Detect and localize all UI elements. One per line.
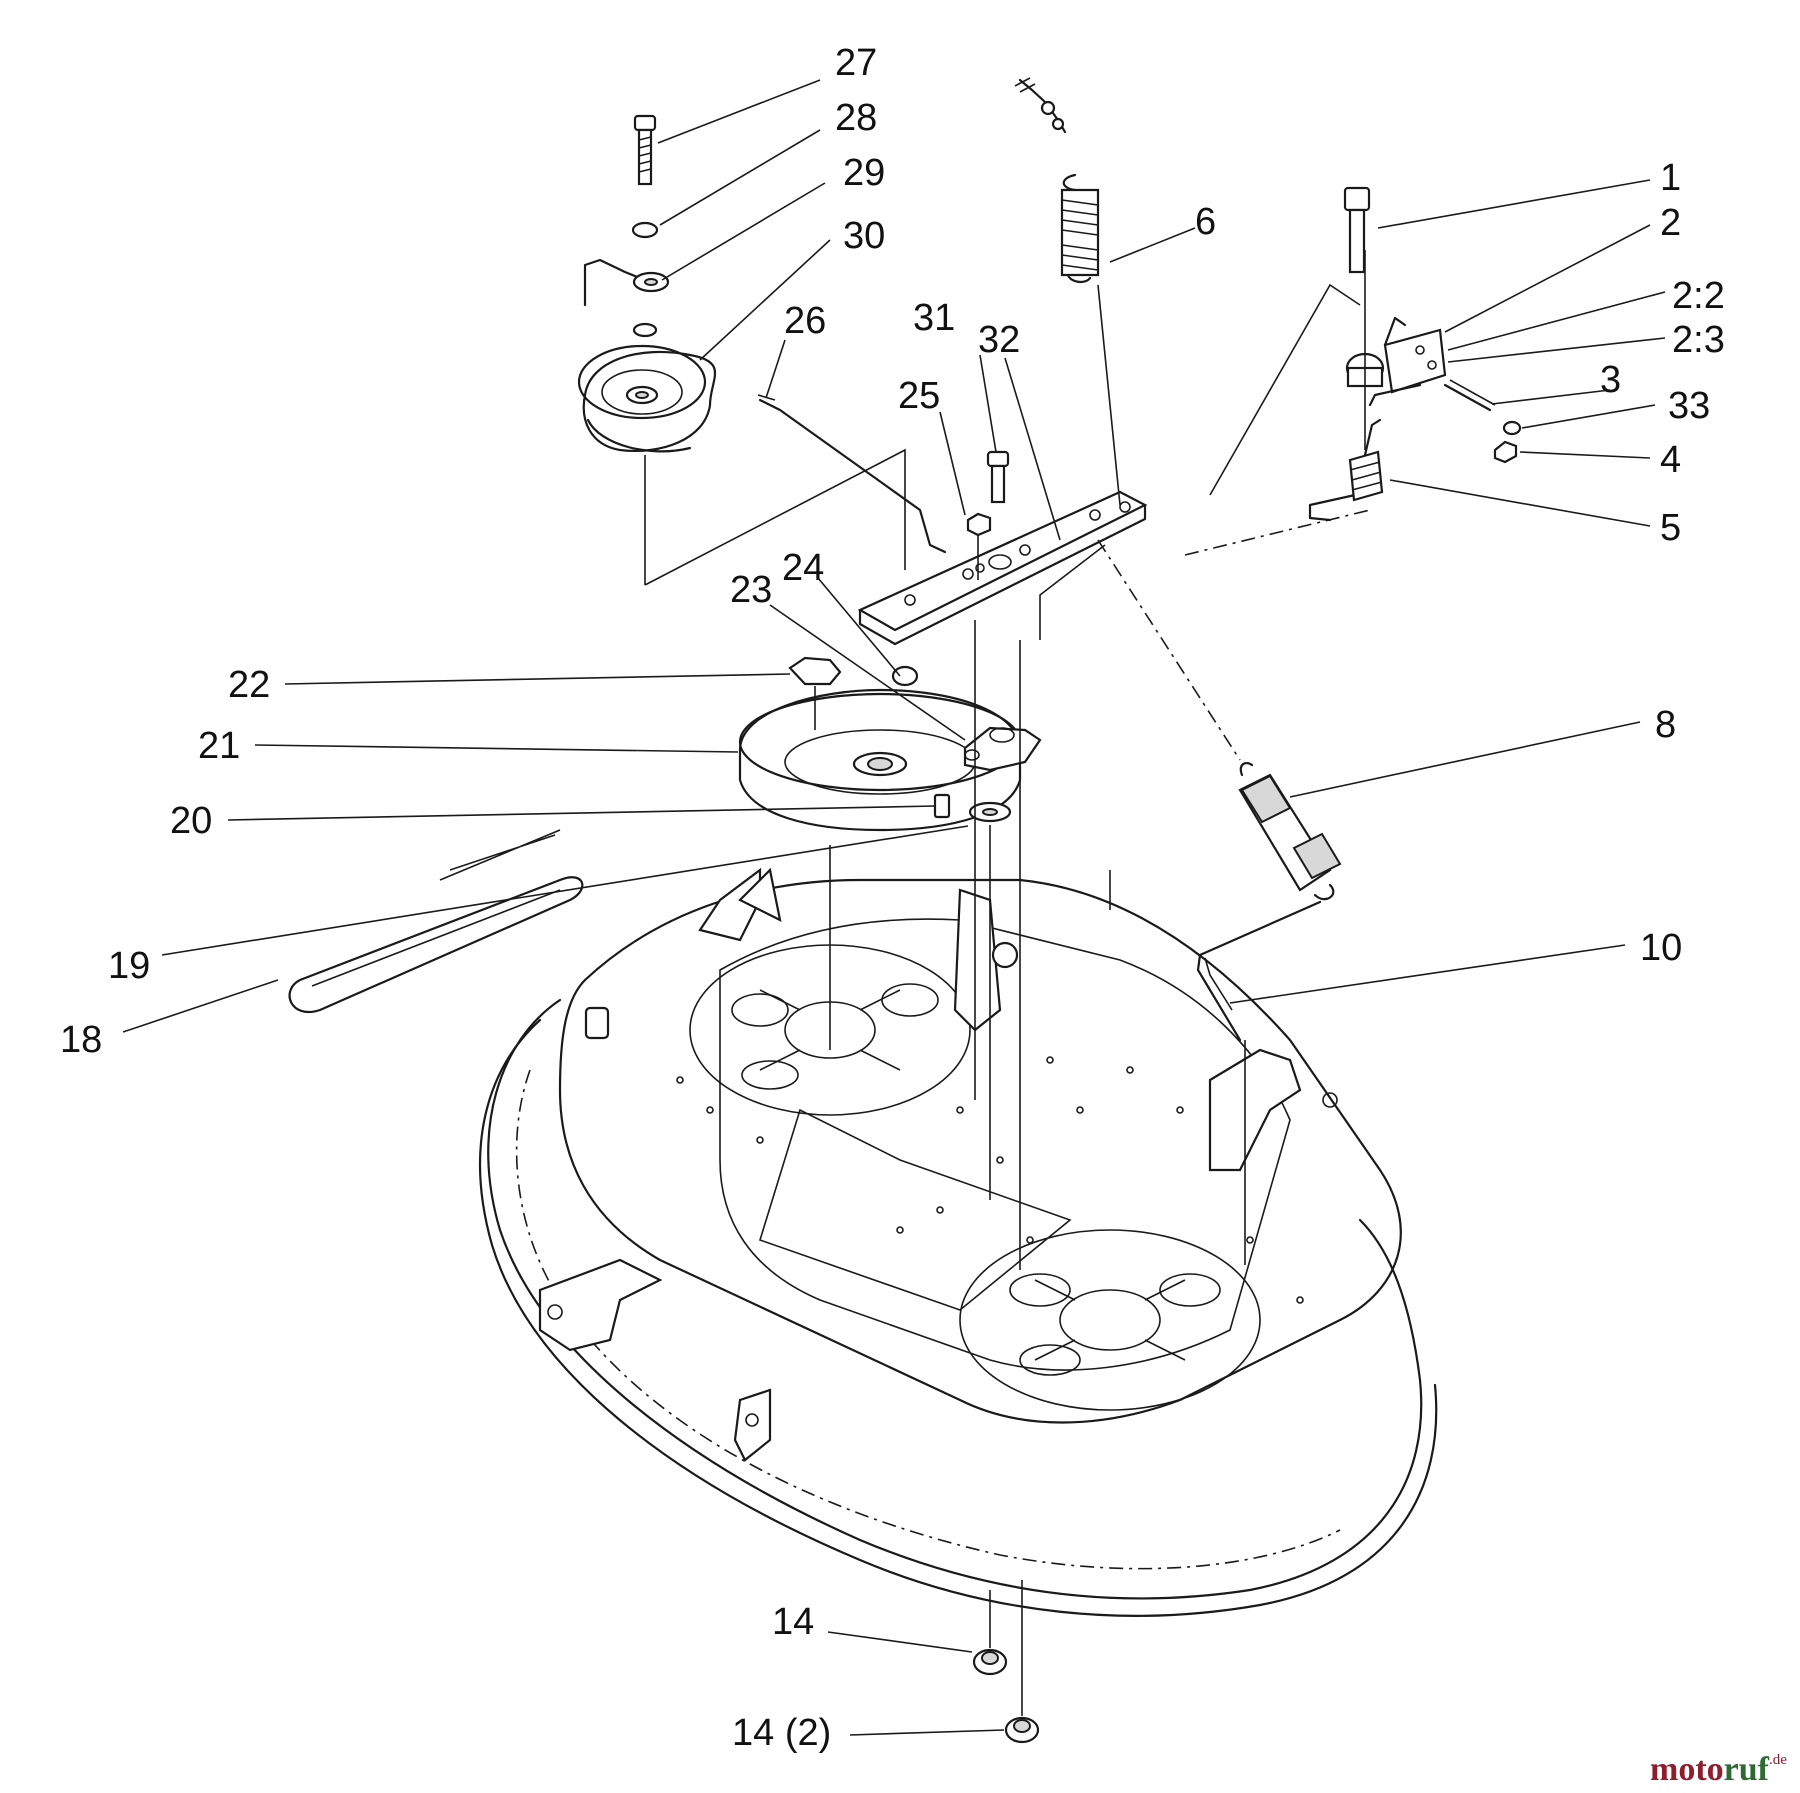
bolt-27 — [633, 114, 657, 186]
callout-22: 22 — [228, 664, 270, 706]
callout-14: 14 — [772, 1601, 814, 1643]
idler-mount-post — [953, 888, 1002, 1032]
flange-nut-14-pair — [1004, 1716, 1040, 1744]
deck-bracket-right — [1208, 1048, 1302, 1172]
motoruf-logo: motoruf.de — [1650, 1751, 1787, 1788]
callout-33: 33 — [1668, 385, 1710, 427]
eye-bolt — [1014, 77, 1067, 134]
mower-deck — [478, 867, 1438, 1617]
nut-25 — [966, 512, 992, 537]
callout-21: 21 — [198, 725, 240, 767]
callout-18: 18 — [60, 1019, 102, 1061]
hook-rod-10 — [1196, 900, 1322, 1265]
callout-26: 26 — [784, 300, 826, 342]
callout-28: 28 — [835, 97, 877, 139]
callout-25: 25 — [898, 375, 940, 417]
callout-1: 1 — [1660, 157, 1681, 199]
washer-33 — [1502, 420, 1522, 436]
drive-belt — [288, 829, 584, 1013]
idler-pulley-30 — [577, 344, 717, 453]
bolt-1 — [1343, 186, 1371, 274]
idler-arm-plate — [857, 490, 1148, 646]
deck-bracket-front — [733, 1388, 772, 1462]
callout-32: 32 — [978, 319, 1020, 361]
callout-27: 27 — [835, 42, 877, 84]
callout-19: 19 — [108, 945, 150, 987]
spring-6 — [1060, 173, 1100, 284]
callout-6: 6 — [1195, 201, 1216, 243]
callout-labels: 27 28 29 30 26 31 32 25 6 1 2 2:2 2:3 3 … — [60, 42, 1725, 1754]
callout-2-3: 2:3 — [1672, 319, 1725, 361]
callout-30: 30 — [843, 215, 885, 257]
callout-3: 3 — [1600, 359, 1621, 401]
deck-holes — [676, 1056, 1304, 1304]
idler-bracket — [963, 726, 1042, 772]
callout-5: 5 — [1660, 507, 1681, 549]
callout-8: 8 — [1655, 704, 1676, 746]
washer-28 — [631, 221, 659, 239]
callout-29: 29 — [843, 152, 885, 194]
spacer — [632, 322, 658, 338]
callout-20: 20 — [170, 800, 212, 842]
nut-4 — [1493, 440, 1518, 464]
bolt-20 — [933, 793, 951, 819]
callout-2: 2 — [1660, 202, 1681, 244]
right-spindle-housing — [959, 1229, 1261, 1411]
bracket-29 — [583, 258, 670, 307]
pulley-nut — [788, 656, 842, 686]
callout-10: 10 — [1640, 927, 1682, 969]
callout-24: 24 — [782, 547, 824, 589]
callout-2-2: 2:2 — [1672, 275, 1725, 317]
washer-19 — [968, 801, 1012, 823]
callout-14-2: 14 (2) — [732, 1712, 831, 1754]
callout-23: 23 — [730, 569, 772, 611]
shoulder-bolt-31 — [986, 450, 1010, 504]
nut-24 — [891, 665, 919, 687]
leader-lines — [122, 79, 1666, 1736]
spring-5 — [1308, 418, 1384, 522]
svg-text:motoruf.de: motoruf.de — [1650, 1751, 1787, 1788]
extension-spring-8 — [1238, 761, 1342, 901]
pin-3 — [1443, 379, 1496, 412]
deck-bracket-left-rear — [538, 1258, 663, 1352]
control-rod-26 — [757, 394, 947, 554]
callout-4: 4 — [1660, 439, 1681, 481]
callout-31: 31 — [913, 297, 955, 339]
deck-post — [584, 1006, 610, 1040]
flange-nut-14 — [972, 1648, 1008, 1676]
bracket-2 — [1345, 316, 1447, 407]
